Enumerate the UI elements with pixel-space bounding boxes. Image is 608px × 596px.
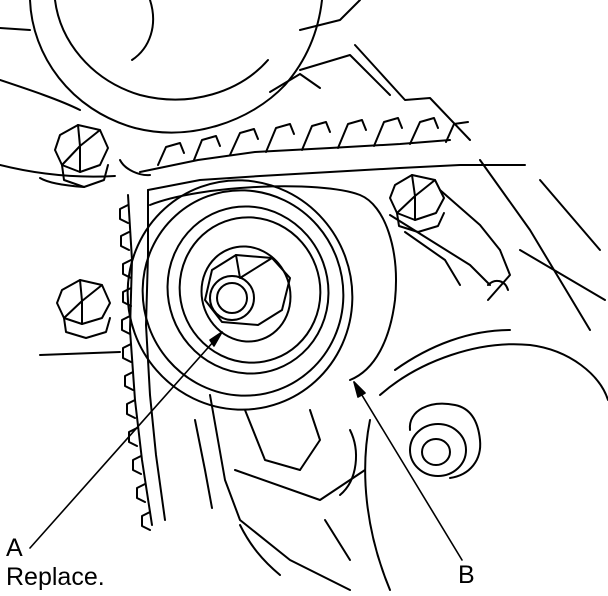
upper-sprocket [0, 0, 361, 178]
leader-line-a [29, 331, 223, 549]
bolt-lower-left [39, 279, 121, 356]
arrowhead-b [353, 381, 366, 398]
engine-housing [194, 44, 606, 591]
lower-sprocket [364, 329, 608, 591]
callout-label-a: A [6, 534, 23, 562]
tensioner-pulley-bolt [204, 254, 291, 326]
timing-belt [119, 117, 526, 531]
leader-lines [29, 331, 463, 561]
callout-note-replace: Replace. [6, 563, 105, 591]
tensioner-pulley [126, 179, 397, 411]
bolt-upper-left [39, 124, 109, 188]
idler-spacer [408, 402, 482, 479]
arrowhead-a [209, 331, 223, 347]
callout-label-b: B [458, 561, 475, 589]
leader-line-b [353, 381, 463, 561]
bolt-upper-right [389, 174, 445, 233]
